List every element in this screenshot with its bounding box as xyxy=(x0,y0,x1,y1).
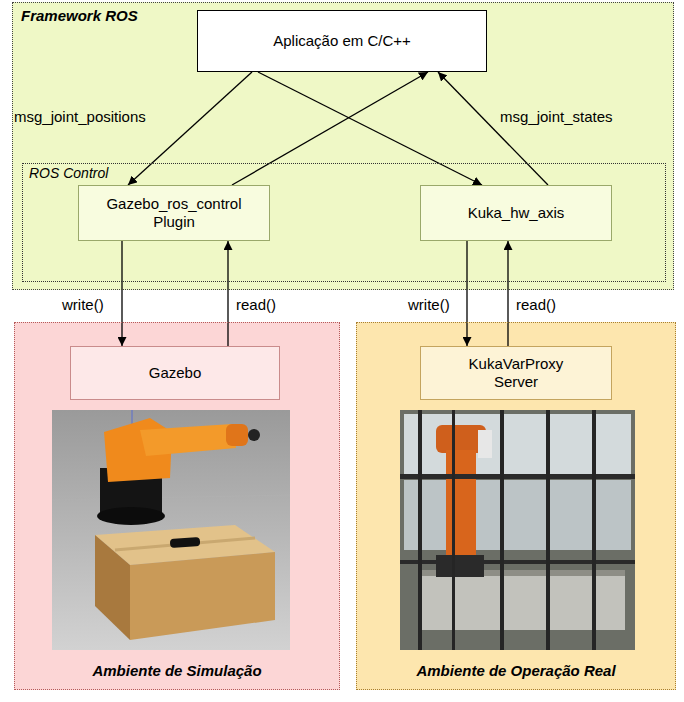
band-heading: Ambiente de Operação Real xyxy=(416,662,615,679)
band-heading-holder: Framework ROS xyxy=(21,7,138,24)
robot-column xyxy=(446,450,476,560)
robot-wrist xyxy=(226,424,248,446)
band-heading: Ambiente de Simulação xyxy=(92,662,261,679)
robot-base xyxy=(97,507,165,525)
band-heading: ROS Control xyxy=(29,165,108,181)
simulation-band: Ambiente de Simulação Gazebo xyxy=(14,322,340,690)
band-fill xyxy=(12,2,674,290)
robot-tool xyxy=(248,429,260,441)
real-robot-photo xyxy=(400,410,635,650)
edge-label: write() xyxy=(62,296,104,313)
connector-arrow xyxy=(121,241,122,346)
connector-arrow xyxy=(438,72,548,185)
box-label: Gazebo_ros_control Plugin xyxy=(104,195,244,231)
fence-bar xyxy=(452,410,455,650)
box-label: KukaVarProxy Server xyxy=(456,355,576,391)
grid-line xyxy=(52,495,290,500)
simulator-box: Gazebo xyxy=(70,346,280,400)
edge-label: read() xyxy=(516,296,556,313)
band-heading-holder: Ambiente de Simulação xyxy=(15,662,339,679)
robot-tool xyxy=(478,430,492,458)
edge-label-holder: msg_joint_positions xyxy=(14,108,146,126)
edge-label: read() xyxy=(236,296,276,313)
box-front xyxy=(130,552,275,640)
scene-floor xyxy=(52,410,290,650)
box-label: Kuka_hw_axis xyxy=(468,204,565,222)
edge-label-holder: write() xyxy=(408,296,450,314)
edge-label: msg_joint_positions xyxy=(14,108,146,125)
window-panel xyxy=(404,480,631,550)
band-fill xyxy=(356,322,676,690)
real-operation-band: Ambiente de Operação Real KukaVarProxy Se… xyxy=(356,322,676,690)
robot-arm xyxy=(140,424,236,456)
band-heading-holder: ROS Control xyxy=(29,165,108,182)
fence-bar xyxy=(418,410,422,650)
fence-bar xyxy=(400,474,635,479)
fence-bar xyxy=(400,560,635,564)
band-heading: Framework ROS xyxy=(21,7,138,24)
window-panel xyxy=(404,414,631,474)
hardware-box: Kuka_hw_axis xyxy=(420,185,612,241)
fence-bar xyxy=(546,410,550,650)
edge-label-holder: msg_joint_states xyxy=(500,108,613,126)
application-box: Aplicação em C/C++ xyxy=(197,10,487,72)
simulation-scene xyxy=(52,410,290,650)
edge-label-holder: write() xyxy=(62,296,104,314)
box-label: Aplicação em C/C++ xyxy=(273,32,411,50)
ros-control-band: ROS ControlGazebo_ros_control Plugin Kuka… xyxy=(22,163,666,282)
box-side xyxy=(95,535,130,640)
server-box: KukaVarProxy Server xyxy=(420,346,612,400)
fence-bar xyxy=(592,410,596,650)
connector-arrow xyxy=(507,241,508,346)
connector-arrow xyxy=(128,72,252,185)
box-label: Gazebo xyxy=(149,364,202,382)
box-handle xyxy=(170,537,201,548)
connector-arrow xyxy=(466,241,467,346)
connector-arrow xyxy=(227,241,228,346)
photo-ground xyxy=(400,410,635,650)
band-heading-holder: Ambiente de Operação Real xyxy=(357,662,675,679)
plugin-box: Gazebo_ros_control Plugin xyxy=(78,185,270,241)
edge-label-holder: read() xyxy=(516,296,556,314)
edge-label: msg_joint_states xyxy=(500,108,613,125)
edge-label: write() xyxy=(408,296,450,313)
connector-arrow xyxy=(232,72,428,185)
edge-label-holder: read() xyxy=(236,296,276,314)
connector-arrow xyxy=(258,72,482,185)
band-fill xyxy=(14,322,340,690)
framework-band: Framework ROS Aplicação em C/C++ ROS Contr… xyxy=(12,2,674,290)
robot-base xyxy=(436,555,484,577)
fence-bar xyxy=(500,410,504,650)
